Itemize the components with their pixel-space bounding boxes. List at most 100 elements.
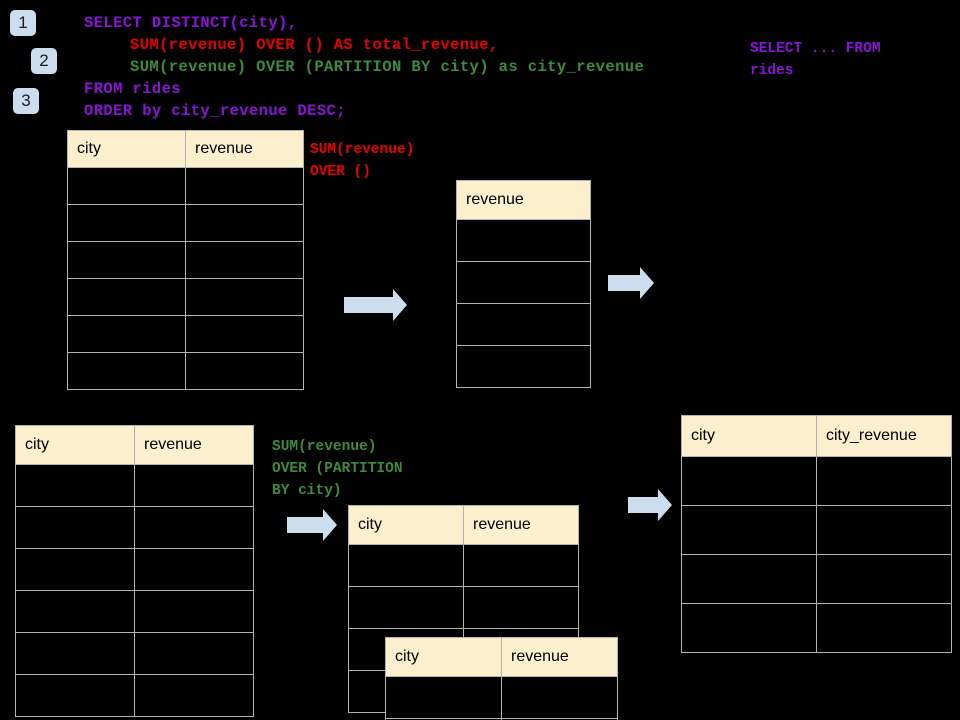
step-badge-2: 2 xyxy=(31,48,57,74)
table-cell xyxy=(385,676,502,719)
table-cell xyxy=(185,241,304,279)
table-cell xyxy=(67,278,186,316)
column-header-city: city xyxy=(348,505,464,545)
column-header-city: city xyxy=(385,637,502,677)
table-cell xyxy=(456,345,591,388)
table-row xyxy=(681,603,952,653)
column-header-city: city xyxy=(15,425,135,465)
arrow-head xyxy=(640,267,654,299)
table-row xyxy=(348,544,579,587)
table-row xyxy=(15,590,254,633)
table-cell xyxy=(67,315,186,353)
arrow-shaft xyxy=(608,275,640,291)
table-cell xyxy=(348,544,464,587)
annotation-sum-over: SUM(revenue) OVER () xyxy=(310,139,414,183)
arrow-head xyxy=(323,509,337,541)
table-cell xyxy=(134,674,254,717)
table-cell xyxy=(134,590,254,633)
arrow-shaft xyxy=(344,297,393,313)
sql-line-3: SUM(revenue) OVER (PARTITION BY city) as… xyxy=(130,58,645,76)
table-cell xyxy=(816,505,952,555)
table-cell xyxy=(816,456,952,506)
table-row xyxy=(681,554,952,604)
table-header-row: revenue xyxy=(456,180,591,220)
table-row xyxy=(348,586,579,629)
arrow-source-to-partition xyxy=(287,509,337,541)
table-cell xyxy=(185,352,304,390)
select-from-line-2: rides xyxy=(750,63,794,79)
table-cell xyxy=(134,548,254,591)
table-cell xyxy=(501,718,618,720)
arrow-head xyxy=(393,289,407,321)
table-row xyxy=(385,718,618,720)
table-total-revenue: revenue xyxy=(456,180,591,388)
column-header-revenue: revenue xyxy=(134,425,254,465)
table-row xyxy=(681,456,952,506)
column-header-city: city xyxy=(67,130,186,168)
sum-partition-line-2: OVER (PARTITION xyxy=(272,461,403,477)
column-header-revenue: revenue xyxy=(463,505,579,545)
sql-line-1: SELECT DISTINCT(city), xyxy=(84,14,298,32)
table-row xyxy=(15,506,254,549)
table-row xyxy=(456,261,591,304)
sql-line-4: FROM rides xyxy=(84,80,182,98)
table-cell xyxy=(15,464,135,507)
sum-partition-line-1: SUM(revenue) xyxy=(272,439,377,455)
table-cell xyxy=(134,506,254,549)
table-cell xyxy=(501,676,618,719)
table-row xyxy=(67,278,304,316)
sum-over-line-1: SUM(revenue) xyxy=(310,142,415,158)
table-cell xyxy=(67,167,186,205)
table-cell xyxy=(816,554,952,604)
table-row xyxy=(15,674,254,717)
table-cell xyxy=(15,632,135,675)
column-header-city_revenue: city_revenue xyxy=(816,415,952,457)
arrow-shaft xyxy=(287,517,323,533)
table-cell xyxy=(67,204,186,242)
table-row xyxy=(67,352,304,390)
annotation-select-from: SELECT ... FROM rides xyxy=(750,38,881,82)
sum-over-line-2: OVER () xyxy=(310,164,371,180)
sql-query-block: SELECT DISTINCT(city), SUM(revenue) OVER … xyxy=(84,12,644,122)
table-row xyxy=(15,464,254,507)
table-cell xyxy=(67,241,186,279)
table-cell xyxy=(15,506,135,549)
table-row xyxy=(67,167,304,205)
step-badge-3: 3 xyxy=(13,88,39,114)
table-row xyxy=(15,632,254,675)
table-cell xyxy=(456,303,591,346)
column-header-revenue: revenue xyxy=(185,130,304,168)
table-cell xyxy=(185,167,304,205)
table-cell xyxy=(456,261,591,304)
table-cell xyxy=(456,219,591,262)
step-badge-1: 1 xyxy=(10,10,36,36)
select-from-line-1: SELECT ... FROM xyxy=(750,41,881,57)
table-row xyxy=(15,548,254,591)
table-cell xyxy=(15,548,135,591)
table-cell xyxy=(681,505,817,555)
column-header-city: city xyxy=(681,415,817,457)
table-cell xyxy=(681,456,817,506)
table-cell xyxy=(15,674,135,717)
table-cell xyxy=(681,554,817,604)
table-cell xyxy=(681,603,817,653)
table-cell xyxy=(185,315,304,353)
arrow-shaft xyxy=(628,497,658,513)
table-row xyxy=(456,345,591,388)
table-cell xyxy=(463,586,579,629)
column-header-revenue: revenue xyxy=(501,637,618,677)
table-row xyxy=(67,241,304,279)
table-cell xyxy=(67,352,186,390)
table-row xyxy=(456,303,591,346)
table-cell xyxy=(134,632,254,675)
